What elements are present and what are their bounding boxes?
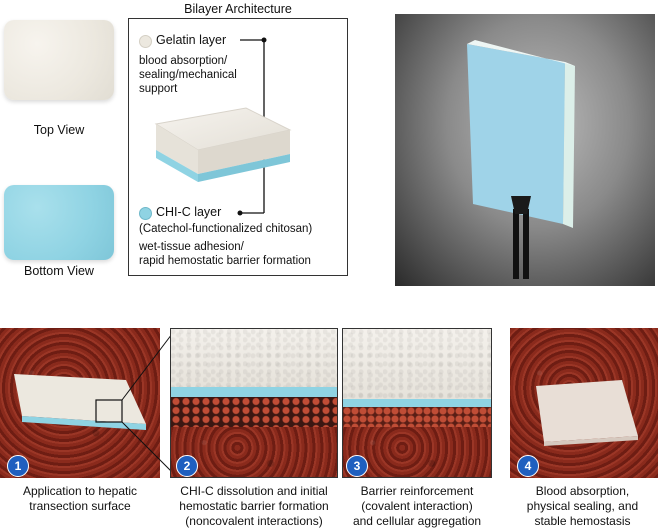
step-4-caption-2: physical sealing, and [526, 499, 639, 513]
step-2-badge: 2 [176, 455, 198, 477]
step-2-caption-2: hemostatic barrier formation [179, 499, 329, 513]
bottom-view-label: Bottom View [24, 264, 94, 278]
step-1-badge: 1 [7, 455, 29, 477]
gelatin-desc-1: blood absorption/ [139, 55, 228, 67]
step-3-caption-2: (covalent interaction) [361, 499, 473, 513]
chic-dot [139, 207, 152, 220]
held-pad-illustration [467, 40, 575, 279]
step-1-caption-2: transection surface [29, 499, 131, 513]
step-1-caption-1: Application to hepatic [22, 484, 138, 498]
step-1-image [0, 328, 160, 478]
step-3-image [342, 328, 492, 478]
top-view-label: Top View [33, 123, 85, 137]
bottom-view-pad [4, 185, 114, 260]
chic-desc-2: rapid hemostatic barrier formation [139, 255, 311, 267]
step-2-image [170, 328, 338, 478]
step-4-badge: 4 [517, 455, 539, 477]
architecture-frame [128, 18, 348, 276]
step-3-caption-1: Barrier reinforcement [360, 484, 474, 498]
step-4-caption-1: Blood absorption, [535, 484, 630, 498]
gelatin-layer-name: Gelatin layer [156, 33, 227, 47]
zoom-lines [121, 329, 176, 476]
step-2-caption-1: CHI-C dissolution and initial [180, 484, 328, 498]
step-4-caption-3: stable hemostasis [534, 514, 631, 528]
gelatin-desc-2: sealing/mechanical [139, 69, 237, 81]
step-4-image [510, 328, 658, 478]
forceps-photo [395, 14, 655, 286]
chic-layer-name: CHI-C layer [156, 205, 222, 219]
top-view-pad [4, 20, 114, 100]
gelatin-desc-3: support [139, 83, 178, 95]
chic-layer-subtitle: (Catechol-functionalized chitosan) [139, 223, 313, 235]
step-2-caption-3: (noncovalent interactions) [185, 514, 323, 528]
gelatin-dot [139, 35, 152, 48]
architecture-title: Bilayer Architecture [184, 2, 292, 16]
step-3-badge: 3 [346, 455, 368, 477]
chic-desc-1: wet-tissue adhesion/ [139, 241, 244, 253]
step-3-caption-3: and cellular aggregation [352, 514, 482, 528]
bilayer-pad-illustration [154, 107, 292, 182]
